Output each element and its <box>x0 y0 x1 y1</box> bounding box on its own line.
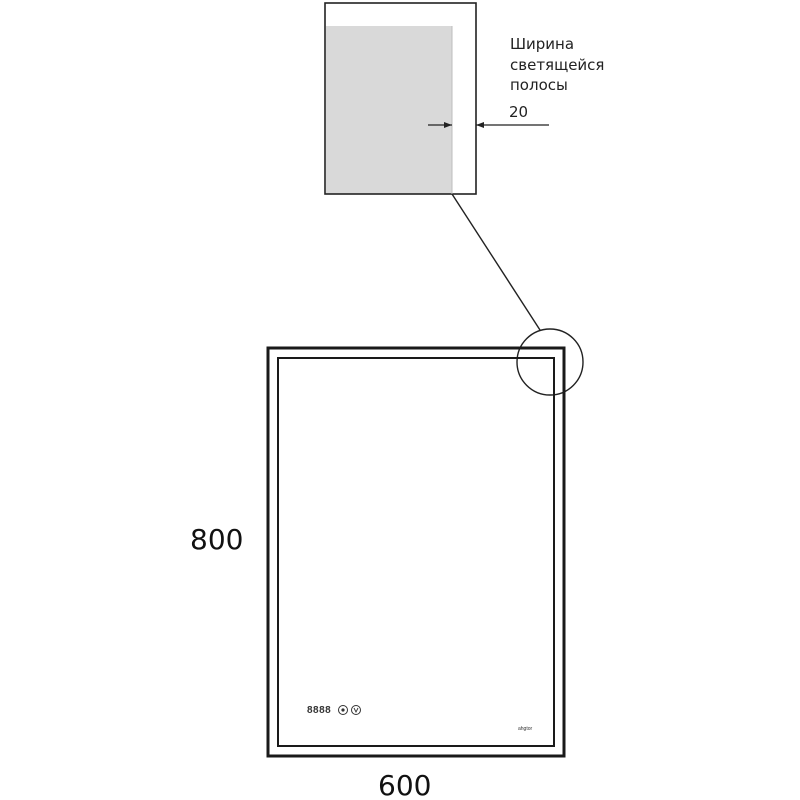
strip-width-dimension <box>428 122 549 128</box>
mirror-outer-frame <box>266 346 566 758</box>
leader-line <box>451 193 541 331</box>
power-button-icon <box>338 705 348 715</box>
arrow-left-head <box>476 122 484 128</box>
label-line-1: Ширина <box>510 35 574 53</box>
width-dimension: 600 <box>378 769 431 800</box>
light-button-icon <box>351 705 361 715</box>
control-panel: 8888 <box>307 705 361 716</box>
label-line-3: полосы <box>510 76 568 94</box>
dimension-value-20: 20 <box>509 103 528 121</box>
strip-width-label: Ширина светящейся полосы 20 <box>509 35 604 121</box>
light-strip-area <box>326 26 452 194</box>
detail-circle-marker <box>516 328 584 396</box>
mirror-light-strip-inner <box>277 357 555 747</box>
detail-view <box>324 2 477 195</box>
digital-display: 8888 <box>307 705 331 716</box>
height-dimension: 800 <box>190 523 243 556</box>
arrow-right-head <box>444 122 452 128</box>
label-line-2: светящейся <box>510 56 604 74</box>
detail-box-outline <box>324 2 477 195</box>
brand-logo: ahgtor <box>518 726 533 732</box>
mirror-front-view: 8888 ahgtor <box>266 346 566 758</box>
